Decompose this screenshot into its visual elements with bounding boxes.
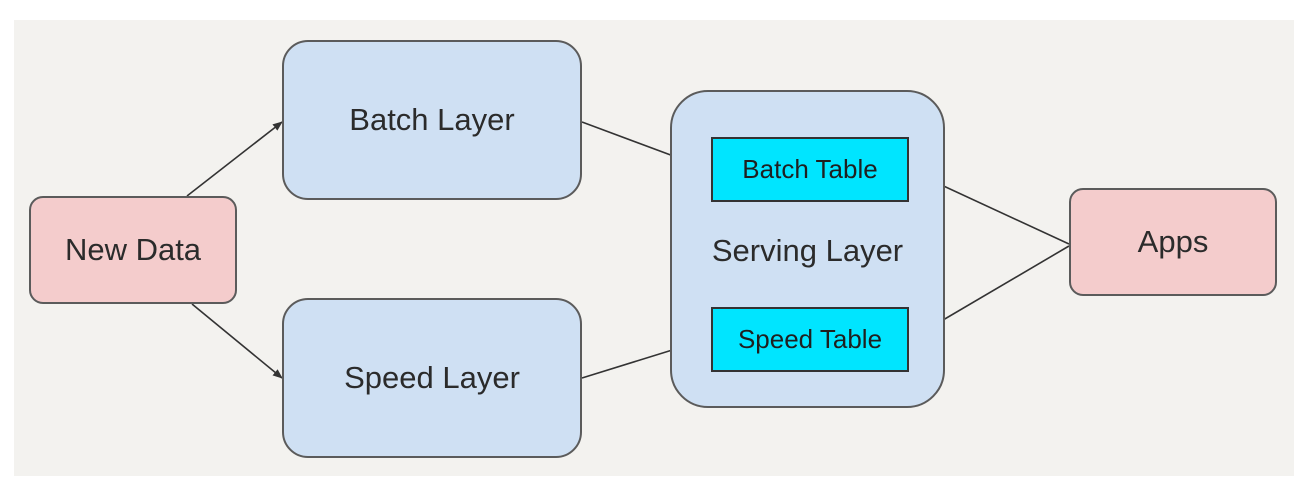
speed-layer-label: Speed Layer	[344, 360, 520, 395]
speed-layer-node: Speed Layer	[282, 298, 582, 458]
speed-table-label: Speed Table	[737, 324, 883, 354]
speed-table-node: Speed Table	[711, 307, 909, 372]
new-data-node: New Data	[29, 196, 237, 304]
new-data-label: New Data	[64, 232, 202, 267]
apps-label: Apps	[1137, 224, 1209, 259]
batch-layer-node: Batch Layer	[282, 40, 582, 200]
batch-table-node: Batch Table	[711, 137, 909, 202]
serving-layer-label: Serving Layer	[711, 233, 904, 268]
batch-table-label: Batch Table	[742, 154, 878, 184]
batch-layer-label: Batch Layer	[349, 102, 515, 137]
apps-node: Apps	[1069, 188, 1277, 296]
